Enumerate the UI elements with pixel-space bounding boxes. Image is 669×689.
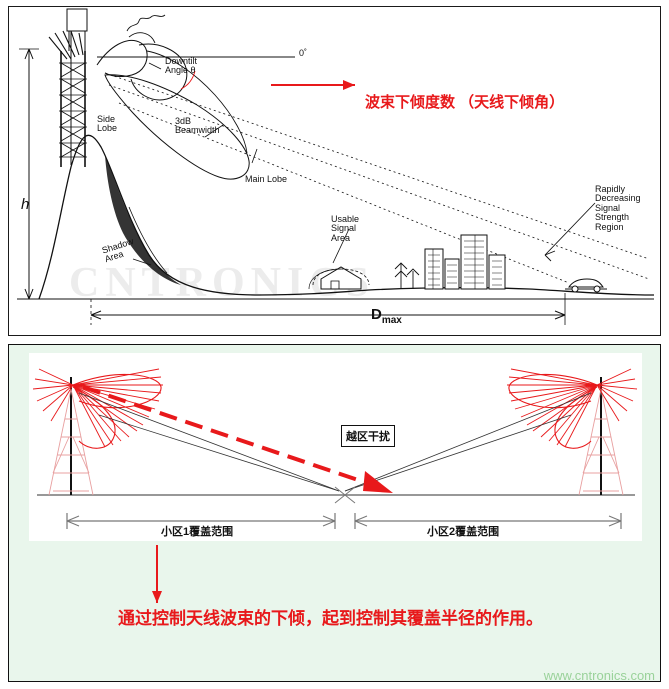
top-diagram-panel: CNTRONICS	[8, 6, 661, 336]
label-dmax: Dmax	[371, 307, 402, 327]
bottom-diagram-panel: 越区干扰 小区1覆盖范围 小区2覆盖范围	[8, 344, 661, 682]
label-interference: 越区干扰	[341, 425, 395, 447]
label-usable-signal-area: Usable Signal Area	[331, 214, 360, 243]
label-rapidly-decreasing-region: Rapidly Decreasing Signal Strength Regio…	[595, 184, 641, 232]
label-dmax-sub: max	[381, 315, 402, 326]
label-side-lobe: Side Lobe	[97, 114, 118, 134]
label-zero-degree: 0˚	[299, 48, 308, 58]
watermark-text: CNTRONICS	[69, 260, 376, 306]
label-cell2-coverage: 小区2覆盖范围	[427, 526, 500, 538]
label-3db-beamwidth: 3dB Beamwidth	[175, 116, 220, 136]
label-height-h: h	[21, 196, 30, 213]
label-dmax-main: D	[371, 306, 382, 323]
label-main-lobe: Main Lobe	[245, 174, 288, 184]
site-watermark: www.cntronics.com	[543, 668, 655, 683]
top-diagram-svg	[17, 8, 655, 325]
bottom-caption-text: 通过控制天线波束的下倾，起到控制其覆盖半径的作用。	[118, 609, 543, 628]
label-cell1-coverage: 小区1覆盖范围	[161, 526, 234, 538]
annotation-downtilt-cn: 波束下倾度数 （天线下倾角）	[365, 94, 565, 111]
bottom-diagram-svg	[32, 368, 638, 603]
bottom-white-area	[29, 353, 642, 541]
label-downtilt-angle: Downtilt Angle θ	[165, 56, 198, 76]
